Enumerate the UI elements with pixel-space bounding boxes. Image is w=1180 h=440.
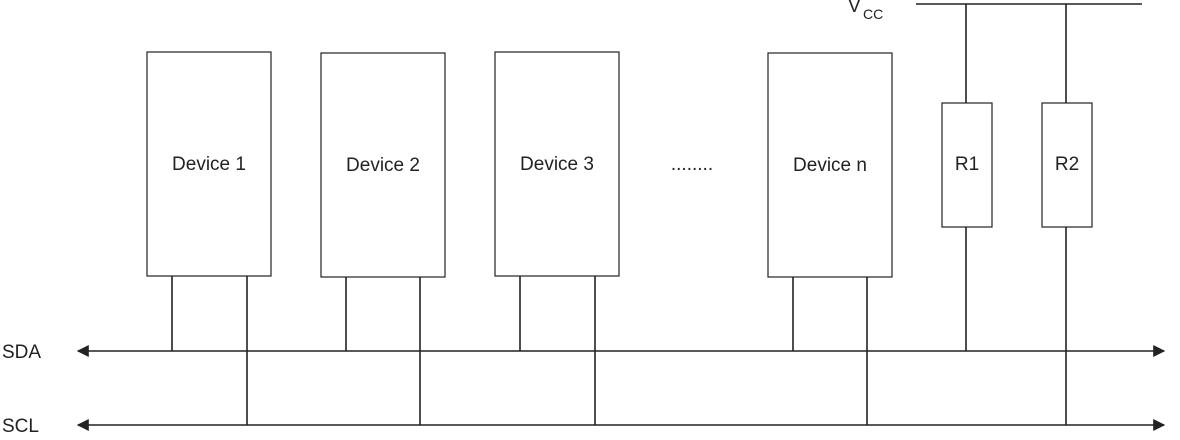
vcc-label: V: [848, 0, 861, 17]
resistor-r1: [941, 102, 993, 228]
sda-label: SDA: [2, 342, 41, 363]
device-box-2: [320, 52, 446, 278]
device-label-3: Device 3: [520, 154, 594, 175]
scl-label: SCL: [2, 416, 39, 437]
device-label-2: Device 2: [346, 155, 420, 176]
device-label-n: Device n: [793, 155, 867, 176]
vcc-subscript: CC: [863, 6, 883, 22]
devices-ellipsis: ........: [671, 154, 713, 175]
resistor-r1-label: R1: [955, 154, 979, 175]
device-box-n: [767, 52, 893, 278]
resistor-r2: [1041, 102, 1093, 228]
device-label-1: Device 1: [172, 154, 246, 175]
device-box-3: [494, 51, 620, 277]
device-box-1: [146, 51, 272, 277]
resistor-r2-label: R2: [1055, 154, 1079, 175]
